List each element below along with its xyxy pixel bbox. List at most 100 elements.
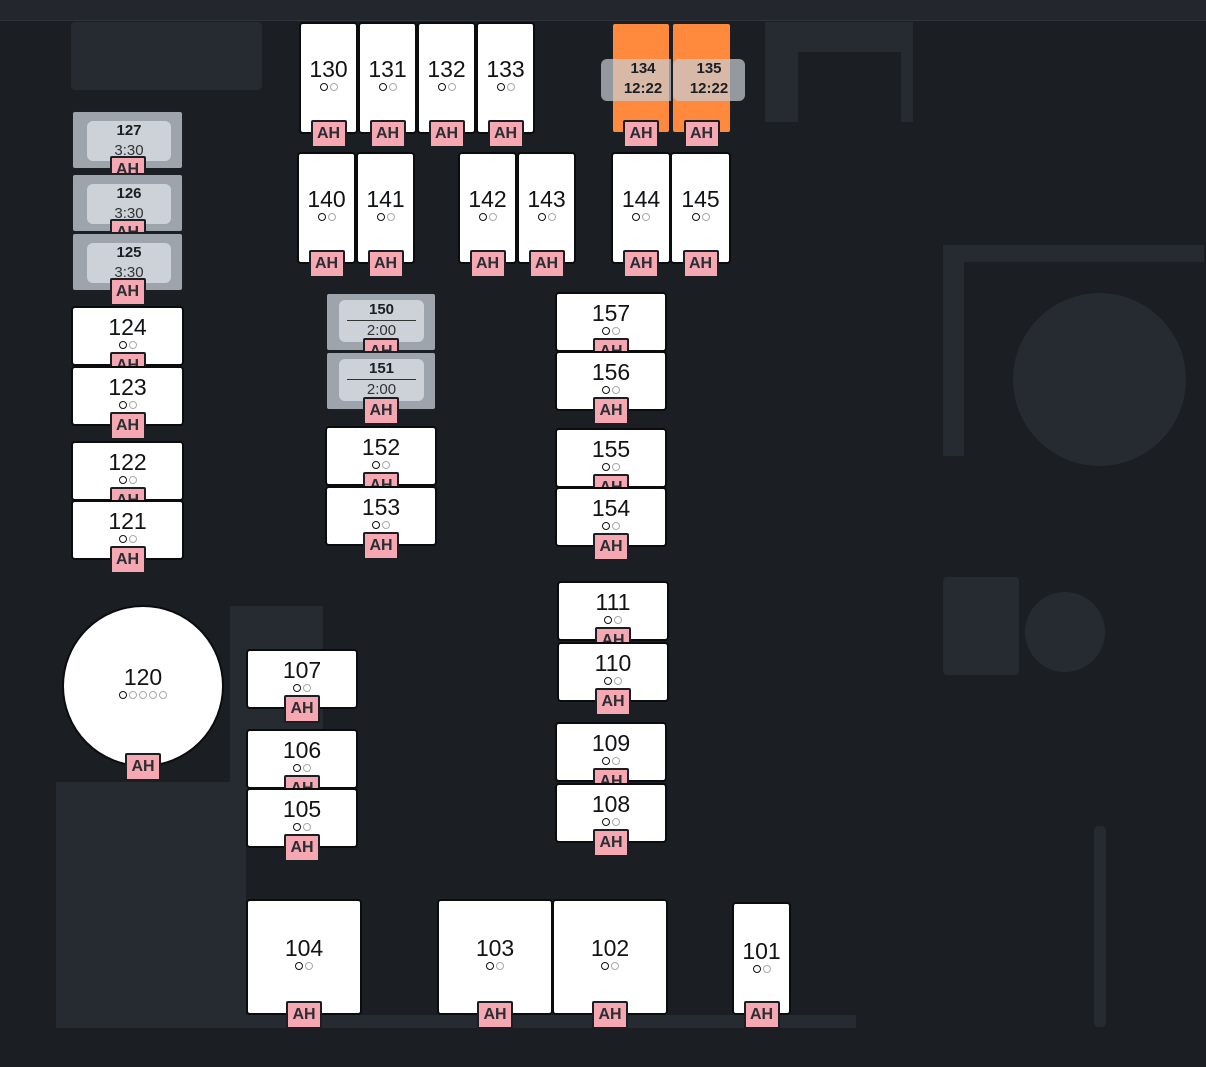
table-155[interactable]: 155AH — [555, 428, 667, 502]
table-ah-badge[interactable]: AH — [593, 829, 629, 857]
seat-indicator — [73, 535, 182, 545]
table-ah-badge[interactable]: AH — [682, 250, 719, 278]
seat-indicator — [439, 962, 551, 972]
seat-dot-icon — [386, 213, 395, 222]
table-ah-badge[interactable]: AH — [487, 120, 524, 148]
table-124[interactable]: 124AH — [71, 306, 184, 380]
seat-indicator — [358, 213, 413, 223]
table-ah-badge[interactable]: AH — [286, 1001, 322, 1029]
table-number: 123 — [108, 374, 147, 400]
table-number: 135 — [696, 60, 722, 77]
table-ah-badge[interactable]: AH — [109, 412, 146, 440]
seat-dot-icon — [612, 757, 620, 766]
table-ah-badge[interactable]: AH — [109, 278, 146, 306]
table-ah-badge[interactable]: AH — [308, 250, 345, 278]
table-ah-badge[interactable]: AH — [683, 120, 720, 148]
seat-dot-icon — [506, 83, 515, 92]
table-ah-badge[interactable]: AH — [623, 120, 659, 148]
top-bar — [0, 0, 1206, 21]
table-ah-badge[interactable]: AH — [284, 834, 320, 862]
table-ah-badge[interactable]: AH — [469, 250, 506, 278]
table-106[interactable]: 106AH — [246, 729, 358, 803]
table-number: 110 — [594, 650, 632, 676]
table-ah-badge[interactable]: AH — [528, 250, 565, 278]
seat-dot-icon — [159, 691, 167, 700]
table-ah-badge[interactable]: AH — [363, 532, 399, 560]
table-ah-badge[interactable]: AH — [595, 688, 631, 716]
table-ah-badge[interactable]: AH — [593, 533, 629, 561]
table-ah-badge[interactable]: AH — [363, 397, 399, 425]
table-ah-badge[interactable]: AH — [310, 120, 347, 148]
table-ah-badge[interactable]: AH — [428, 120, 465, 148]
seat-indicator — [64, 691, 222, 701]
seat-indicator — [299, 213, 354, 223]
table-number: 124 — [108, 314, 147, 340]
table-number: 125 — [116, 244, 142, 261]
table-ah-badge[interactable]: AH — [367, 250, 404, 278]
table-number: 154 — [591, 495, 631, 521]
seat-dot-icon — [752, 965, 761, 974]
seat-dot-icon — [602, 818, 610, 827]
table-ah-badge[interactable]: AH — [109, 546, 146, 574]
table-122[interactable]: 122AH — [71, 441, 184, 515]
table-number: 120 — [123, 664, 163, 690]
seat-dot-icon — [372, 521, 380, 530]
table-elapsed-time: 3:30 — [114, 205, 144, 222]
table-elapsed-time: 12:22 — [623, 80, 663, 97]
wall-right-horizontal — [943, 245, 1204, 262]
seat-dot-icon — [602, 386, 610, 395]
seat-indicator — [734, 965, 789, 975]
table-ah-badge[interactable]: AH — [369, 120, 406, 148]
table-152[interactable]: 152AH — [325, 426, 437, 500]
table-ah-badge[interactable]: AH — [284, 695, 320, 723]
table-ah-badge[interactable]: AH — [593, 397, 629, 425]
seat-dot-icon — [118, 401, 127, 410]
table-ah-badge[interactable]: AH — [743, 1001, 780, 1029]
table-ah-badge[interactable]: AH — [125, 753, 161, 781]
seat-dot-icon — [701, 213, 710, 222]
table-157[interactable]: 157AH — [555, 292, 667, 366]
seat-dot-icon — [762, 965, 771, 974]
wall-top-right-right-leg — [901, 22, 913, 122]
table-ah-badge[interactable]: AH — [623, 250, 659, 278]
table-ah-badge[interactable]: AH — [592, 1001, 628, 1029]
table-number: 152 — [361, 434, 401, 460]
table-ah-badge[interactable]: AH — [477, 1001, 513, 1029]
seat-dot-icon — [691, 213, 700, 222]
